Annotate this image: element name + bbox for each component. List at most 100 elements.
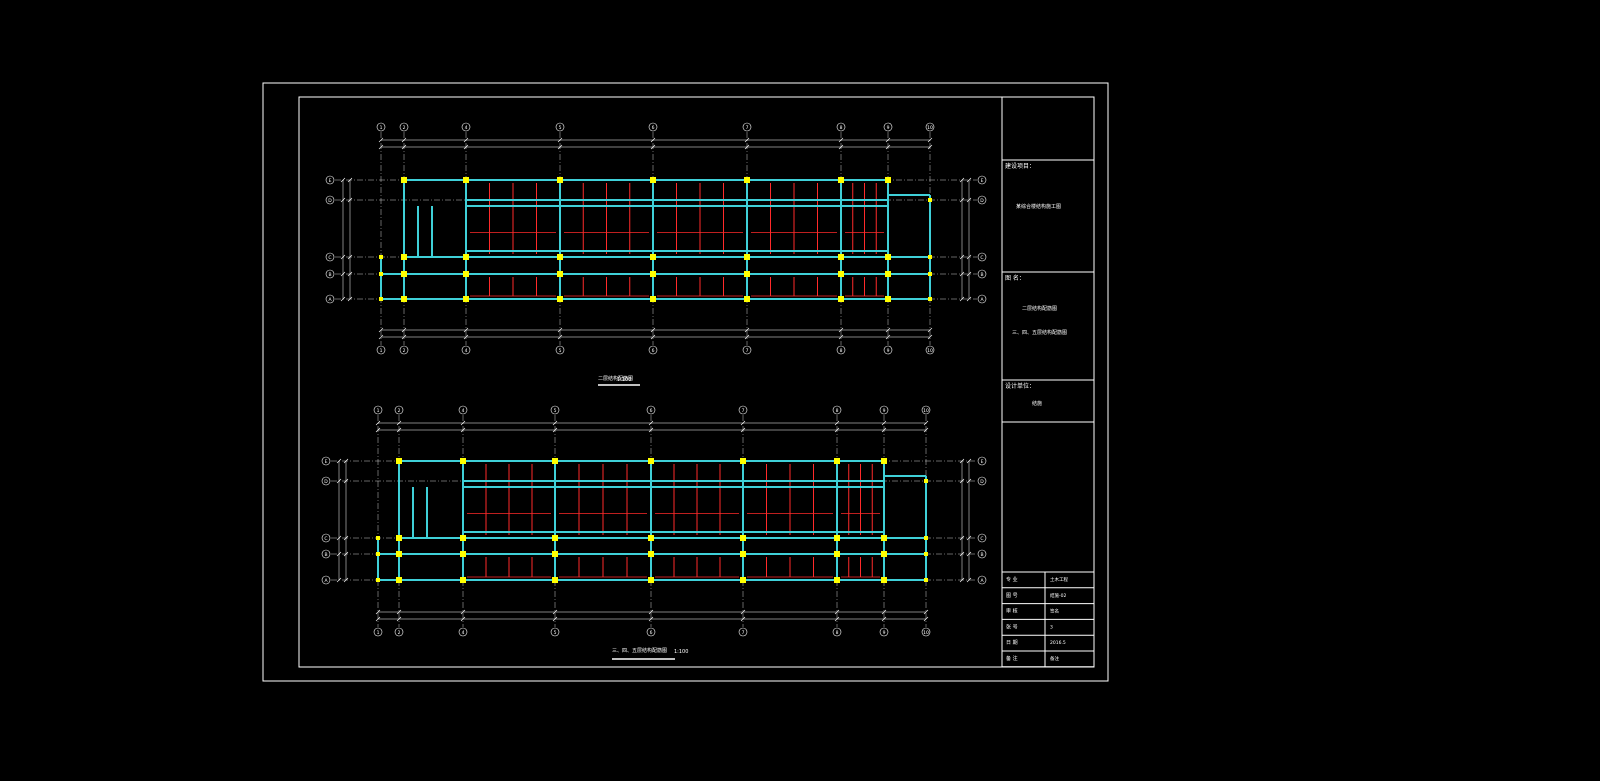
plan2-caption-group: 三、四、五层结构配筋图 1:100: [612, 647, 688, 660]
axis-bubble: [458, 627, 468, 637]
dimension-tick: [396, 616, 402, 622]
dimension-tick: [347, 296, 353, 302]
axis-bubble-label: 4: [465, 125, 468, 131]
axis-bubble: [977, 575, 987, 585]
axis-bubble-label: 8: [836, 630, 839, 636]
column: [401, 271, 407, 277]
axis-bubble-label: E: [329, 178, 332, 184]
axis-bubble-label: B: [328, 272, 331, 278]
dimension-tick: [966, 535, 972, 541]
dimension-tick: [648, 420, 654, 426]
dimension-tick: [834, 616, 840, 622]
axis-bubble-label: 10: [923, 630, 929, 636]
column: [552, 551, 558, 557]
axis-bubble: [879, 405, 889, 415]
column: [740, 458, 746, 464]
column: [885, 271, 891, 277]
dimension-tick: [650, 144, 656, 150]
dimension-tick: [959, 197, 965, 203]
column: [396, 535, 402, 541]
axis-bubble-label: 1: [380, 125, 383, 131]
axis-bubble-label: C: [328, 255, 331, 261]
column: [396, 577, 402, 583]
axis-bubble: [836, 345, 846, 355]
dimension-tick: [378, 334, 384, 340]
column: [928, 297, 932, 301]
column: [834, 535, 840, 541]
axis-bubble: [879, 627, 889, 637]
axis-bubble: [648, 122, 658, 132]
column: [463, 296, 469, 302]
plan2-scale: 1:100: [674, 649, 688, 655]
dimension-tick: [401, 334, 407, 340]
sheet-inner-frame: [298, 96, 1095, 668]
dimension-tick: [347, 254, 353, 260]
column: [885, 254, 891, 260]
dimension-tick: [966, 254, 972, 260]
column: [648, 535, 654, 541]
axis-bubble: [461, 345, 471, 355]
axis-bubble-label: 10: [923, 408, 929, 414]
dimension-tick: [923, 427, 929, 433]
column: [460, 577, 466, 583]
dimension-tick: [923, 616, 929, 622]
axis-bubble-label: 6: [650, 630, 653, 636]
dimension-tick: [834, 427, 840, 433]
column: [740, 577, 746, 583]
axis-bubble-label: 10: [927, 125, 933, 131]
axis-bubble-label: E: [981, 459, 984, 465]
axis-bubble-label: A: [328, 297, 332, 303]
column: [928, 255, 932, 259]
column: [379, 272, 383, 276]
axis-bubble: [325, 252, 335, 262]
axis-bubble: [555, 122, 565, 132]
axis-bubble-label: 9: [883, 408, 886, 414]
column: [740, 535, 746, 541]
dimension-tick: [460, 609, 466, 615]
dimension-tick: [557, 334, 563, 340]
dimension-tick: [552, 427, 558, 433]
axis-bubble-label: 7: [742, 630, 745, 636]
axis-bubble: [977, 175, 987, 185]
axis-bubble: [394, 627, 404, 637]
dimension-tick: [396, 420, 402, 426]
axis-bubble-label: 7: [746, 348, 749, 354]
axis-bubble: [399, 345, 409, 355]
column: [552, 535, 558, 541]
column: [838, 271, 844, 277]
axis-bubble: [925, 122, 935, 132]
dimension-tick: [927, 327, 933, 333]
axis-bubble: [321, 456, 331, 466]
axis-bubble: [977, 195, 987, 205]
axis-bubble-label: D: [324, 479, 328, 485]
axis-bubble-label: C: [324, 536, 327, 542]
axis-bubble: [325, 269, 335, 279]
dimension-tick: [463, 334, 469, 340]
dimension-tick: [336, 551, 342, 557]
tb-row-value: 2016.5: [1050, 640, 1066, 646]
column: [557, 296, 563, 302]
column: [401, 254, 407, 260]
axis-bubble-label: B: [324, 552, 327, 558]
dimension-tick: [343, 458, 349, 464]
axis-bubble: [977, 533, 987, 543]
dimension-tick: [343, 535, 349, 541]
column: [376, 552, 380, 556]
dimension-tick: [881, 609, 887, 615]
dimension-tick: [966, 458, 972, 464]
axis-bubble: [321, 533, 331, 543]
dimension-tick: [340, 254, 346, 260]
axis-bubble-label: A: [980, 297, 984, 303]
dimension-tick: [740, 616, 746, 622]
dimension-tick: [648, 427, 654, 433]
dimension-tick: [552, 609, 558, 615]
dimension-tick: [552, 420, 558, 426]
title-block: 建设项目： 某综合楼结构施工图 图 名： 二层结构配筋图 三、四、五层结构配筋图…: [1001, 97, 1094, 668]
dimension-tick: [744, 137, 750, 143]
axis-bubble-label: 6: [650, 408, 653, 414]
axis-bubble: [921, 405, 931, 415]
axis-bubble: [555, 345, 565, 355]
dimension-tick: [966, 271, 972, 277]
